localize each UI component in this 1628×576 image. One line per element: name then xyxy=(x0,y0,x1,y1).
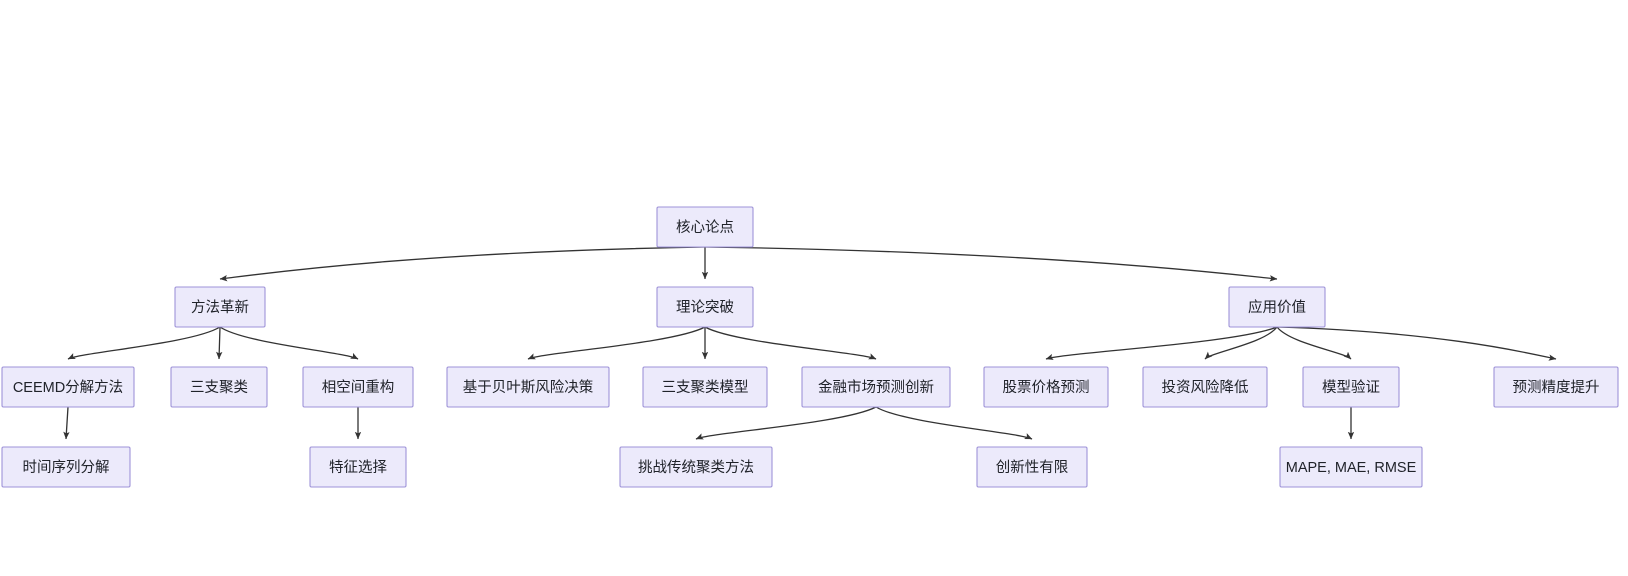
node-c3[interactable]: 相空间重构 xyxy=(302,366,414,408)
node-d3[interactable]: 挑战传统聚类方法 xyxy=(619,446,773,488)
node-label-c8: 投资风险降低 xyxy=(1162,379,1249,396)
node-c2[interactable]: 三支聚类 xyxy=(170,366,268,408)
node-label-c6: 金融市场预测创新 xyxy=(818,379,934,396)
node-label-d4: 创新性有限 xyxy=(996,459,1069,476)
node-box-c5[interactable] xyxy=(642,366,768,408)
node-box-d3[interactable] xyxy=(619,446,773,488)
node-label-d1: 时间序列分解 xyxy=(23,459,110,476)
node-box-c2[interactable] xyxy=(170,366,268,408)
node-box-c6[interactable] xyxy=(801,366,951,408)
node-label-b2: 理论突破 xyxy=(676,299,734,316)
edge-c6-to-d3 xyxy=(695,406,877,440)
edge-b3-to-c10 xyxy=(1276,326,1557,361)
edge-layer xyxy=(63,246,1557,440)
node-box-c7[interactable] xyxy=(983,366,1109,408)
edge-c6-to-d4 xyxy=(875,406,1033,440)
node-label-d5: MAPE, MAE, RMSE xyxy=(1286,460,1417,476)
node-box-c4[interactable] xyxy=(446,366,610,408)
node-label-d2: 特征选择 xyxy=(329,459,387,476)
edge-root-to-b1 xyxy=(219,246,706,282)
node-c10[interactable]: 预测精度提升 xyxy=(1493,366,1619,408)
node-label-c9: 模型验证 xyxy=(1322,379,1380,396)
edge-root-to-b3 xyxy=(704,246,1278,282)
node-label-c5: 三支聚类模型 xyxy=(662,379,749,396)
node-d5[interactable]: MAPE, MAE, RMSE xyxy=(1279,446,1423,488)
node-label-c7: 股票价格预测 xyxy=(1003,379,1090,396)
edge-b3-to-c9 xyxy=(1276,326,1352,360)
node-label-c4: 基于贝叶斯风险决策 xyxy=(463,379,594,396)
node-label-c10: 预测精度提升 xyxy=(1513,379,1600,396)
node-label-c3: 相空间重构 xyxy=(322,379,395,396)
node-box-c3[interactable] xyxy=(302,366,414,408)
node-box-b2[interactable] xyxy=(656,286,754,328)
node-c4[interactable]: 基于贝叶斯风险决策 xyxy=(446,366,610,408)
edge-b3-to-c7 xyxy=(1045,326,1278,360)
edge-c1-to-d1 xyxy=(63,406,70,440)
node-root[interactable]: 核心论点 xyxy=(656,206,754,248)
node-box-b1[interactable] xyxy=(174,286,266,328)
node-label-d3: 挑战传统聚类方法 xyxy=(638,459,754,476)
node-label-root: 核心论点 xyxy=(676,219,734,236)
node-label-b1: 方法革新 xyxy=(191,299,249,316)
node-label-c2: 三支聚类 xyxy=(190,379,248,396)
node-box-c8[interactable] xyxy=(1142,366,1268,408)
node-c8[interactable]: 投资风险降低 xyxy=(1142,366,1268,408)
node-box-d1[interactable] xyxy=(1,446,131,488)
node-box-d4[interactable] xyxy=(976,446,1088,488)
node-box-b3[interactable] xyxy=(1228,286,1326,328)
node-d2[interactable]: 特征选择 xyxy=(309,446,407,488)
node-c7[interactable]: 股票价格预测 xyxy=(983,366,1109,408)
edge-b1-to-c3 xyxy=(219,326,359,360)
node-box-root[interactable] xyxy=(656,206,754,248)
node-c6[interactable]: 金融市场预测创新 xyxy=(801,366,951,408)
node-box-c10[interactable] xyxy=(1493,366,1619,408)
node-box-c9[interactable] xyxy=(1302,366,1400,408)
edge-b1-to-c1 xyxy=(67,326,221,360)
node-c1[interactable]: CEEMD分解方法 xyxy=(1,366,135,408)
edge-b1-to-c2 xyxy=(216,326,223,360)
node-b2[interactable]: 理论突破 xyxy=(656,286,754,328)
node-c5[interactable]: 三支聚类模型 xyxy=(642,366,768,408)
edge-b2-to-c6 xyxy=(704,326,877,360)
node-d1[interactable]: 时间序列分解 xyxy=(1,446,131,488)
node-label-c1: CEEMD分解方法 xyxy=(13,379,123,396)
node-box-d5[interactable] xyxy=(1279,446,1423,488)
edge-b3-to-c8 xyxy=(1204,326,1278,360)
node-c9[interactable]: 模型验证 xyxy=(1302,366,1400,408)
node-label-b3: 应用价值 xyxy=(1248,298,1306,316)
node-b1[interactable]: 方法革新 xyxy=(174,286,266,328)
node-b3[interactable]: 应用价值 xyxy=(1228,286,1326,328)
edge-b2-to-c4 xyxy=(527,326,706,360)
node-box-c1[interactable] xyxy=(1,366,135,408)
node-d4[interactable]: 创新性有限 xyxy=(976,446,1088,488)
node-box-d2[interactable] xyxy=(309,446,407,488)
